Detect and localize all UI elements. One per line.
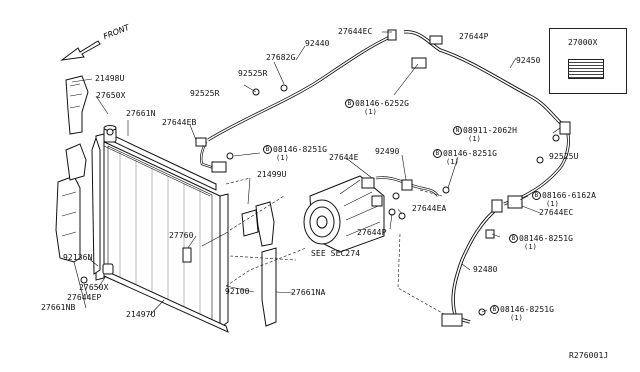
label-27650X-bot: 27650X: [79, 283, 109, 292]
label-92525R-a: 92525R: [190, 89, 220, 98]
compressor: [303, 175, 385, 253]
label-27644EC-top: 27644EC: [338, 27, 373, 36]
receiver-drier: [91, 125, 117, 275]
reference-code: R276001J: [569, 351, 609, 360]
b-marker-1: B: [345, 99, 354, 108]
label-92450: 92450: [516, 56, 541, 65]
b-marker-6: B: [490, 305, 499, 314]
hose-92440: [195, 29, 397, 173]
qty-08146-8251G-c: (1): [524, 243, 537, 251]
hose-92480: [441, 199, 503, 327]
qty-08146-8251G-d: (1): [510, 314, 523, 322]
label-92100: 92100: [225, 287, 250, 296]
qty-08146-6252G: (1): [364, 108, 377, 116]
label-92440: 92440: [305, 39, 330, 48]
hose-92450: [403, 30, 571, 209]
label-21499U: 21499U: [257, 170, 287, 179]
b-marker-2: B: [263, 145, 272, 154]
b-marker-5: B: [509, 234, 518, 243]
label-27682G: 27682G: [266, 53, 296, 62]
label-inset-box: [549, 28, 627, 94]
label-27644P-mid: 27644P: [357, 228, 387, 237]
label-92136N: 92136N: [63, 253, 93, 262]
label-27661NA: 27661NA: [291, 288, 326, 297]
label-21498U: 21498U: [95, 74, 125, 83]
front-arrow: [60, 40, 101, 61]
label-27000X: 27000X: [568, 38, 598, 47]
label-92480: 92480: [473, 265, 498, 274]
fasteners: [80, 84, 560, 316]
label-27644EA: 27644EA: [412, 204, 447, 213]
leader-lines: [71, 31, 561, 316]
hose-92490: [375, 176, 440, 197]
condenser: [94, 133, 229, 333]
label-27760: 27760: [169, 231, 194, 240]
label-27661NB: 27661NB: [41, 303, 76, 312]
label-see-sec274: SEE SEC274: [311, 249, 361, 258]
right-seal-27661NA: [241, 201, 277, 327]
qty-08146-8251G-a: (1): [276, 154, 289, 162]
left-seal-27661NB: [55, 143, 87, 263]
caution-label-card: [568, 59, 604, 79]
label-21497U: 21497U: [126, 310, 156, 319]
n-marker: N: [453, 126, 462, 135]
label-27644E: 27644E: [329, 153, 359, 162]
label-27644EB: 27644EB: [162, 118, 197, 127]
b-marker-4: B: [532, 191, 541, 200]
qty-08146-8251G-b: (1): [446, 158, 459, 166]
qty-08166-6162A: (1): [546, 200, 559, 208]
b-marker-3: B: [433, 149, 442, 158]
qty-08911-2062H: (1): [468, 135, 481, 143]
label-92525R-b: 92525R: [238, 69, 268, 78]
left-seal-21498U: [65, 75, 89, 135]
label-92490: 92490: [375, 147, 400, 156]
label-27644EC-right: 27644EC: [539, 208, 574, 217]
label-27644P-top: 27644P: [459, 32, 489, 41]
dashed-assembly-lines: [225, 177, 445, 315]
label-27644EP: 27644EP: [67, 293, 102, 302]
label-27650X-top: 27650X: [96, 91, 126, 100]
label-92525U: 92525U: [549, 152, 579, 161]
part-27760: [182, 247, 192, 263]
label-27661N: 27661N: [126, 109, 156, 118]
